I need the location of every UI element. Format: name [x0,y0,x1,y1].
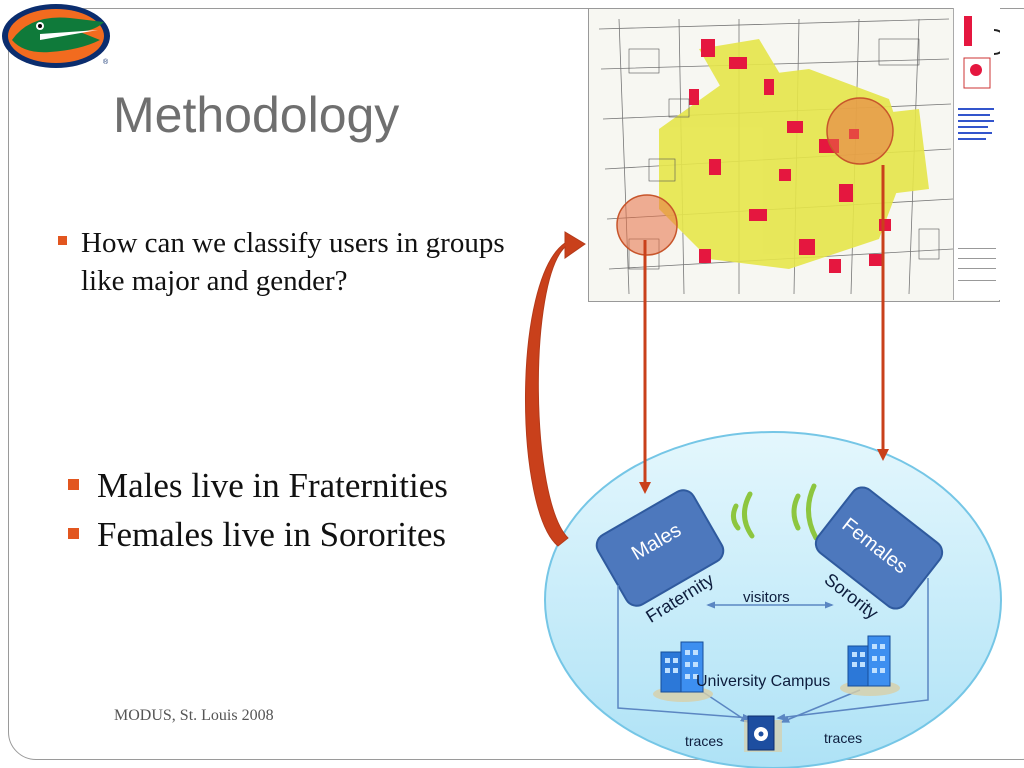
map-legend-strip [953,8,1000,300]
visitors-label: visitors [743,589,790,606]
bullet-marker [68,479,79,490]
curved-link-arrow [525,231,586,547]
slide-title: Methodology [113,87,400,143]
campus-map-image [588,8,1000,302]
bullet-text: Males live in Fraternities [97,466,448,505]
trace-flow-lines [617,578,929,723]
gator-logo: ® [2,4,110,68]
bullet-males: Males live in Fraternities [68,466,448,506]
bullet-text: How can we classify users in groups like… [81,227,505,297]
bullet-marker [68,528,79,539]
wireless-signal-icon [730,483,819,541]
disk-storage-icon [744,715,782,752]
bullet-females: Females live in Sororites [68,515,446,555]
females-box [814,486,944,610]
bullet-marker [58,236,67,245]
slide-footer: MODUS, St. Louis 2008 [114,707,274,724]
svg-text:®: ® [103,58,109,66]
building-icon [653,641,713,702]
males-box [595,489,725,607]
university-campus-label: University Campus [696,673,831,690]
traces-right-label: traces [824,730,863,746]
bullet-classify-question: How can we classify users in groups like… [58,224,528,300]
building-icon [840,635,900,696]
traces-left-label: traces [685,733,724,749]
bullet-text: Females live in Sororites [97,515,446,554]
slide-frame [8,8,1024,760]
